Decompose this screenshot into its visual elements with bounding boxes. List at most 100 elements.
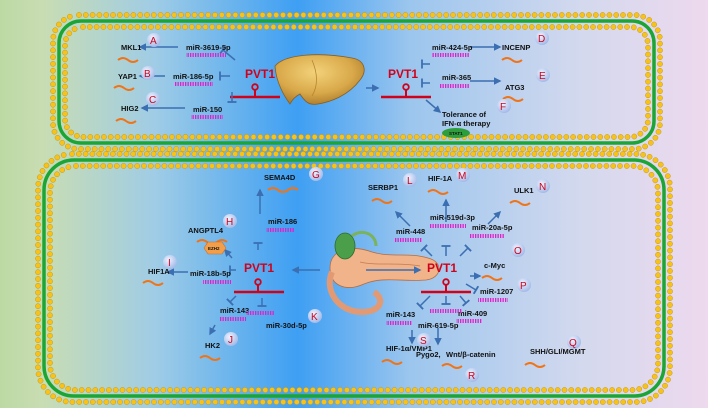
membrane-lipid-dot (236, 163, 243, 169)
membrane-lipid-dot (654, 367, 661, 374)
membrane-lipid-dot (581, 146, 588, 152)
membrane-lipid-dot (357, 146, 363, 152)
membrane-lipid-dot (93, 163, 100, 169)
membrane-lipid-dot (429, 12, 436, 18)
membrane-lipid-dot (144, 399, 151, 405)
membrane-lipid-dot (92, 387, 99, 393)
target-label-angptl4: ANGPTL4 (188, 226, 224, 235)
membrane-lipid-dot (655, 299, 661, 306)
membrane-lipid-dot (56, 21, 62, 28)
membrane-lipid-dot (100, 163, 107, 169)
membrane-lipid-dot (133, 387, 139, 393)
membrane-lipid-dot (331, 24, 338, 30)
membrane-lipid-dot (198, 399, 205, 405)
membrane-lipid-dot (109, 151, 116, 157)
membrane-lipid-dot (465, 146, 472, 152)
target-label-hif-vmp1: HIF-1α/VMP1 (386, 344, 432, 353)
membrane-lipid-dot (667, 200, 673, 206)
membrane-lipid-dot (74, 133, 80, 139)
membrane-lipid-dot (655, 333, 661, 340)
inhibit-edge-mir1207 (465, 283, 480, 295)
membrane-lipid-dot (655, 313, 661, 319)
membrane-lipid-dot (345, 163, 351, 169)
membrane-lipid-dot (491, 399, 497, 405)
mrna-icon (117, 57, 139, 63)
membrane-lipid-dot (35, 235, 41, 242)
membrane-lipid-dot (54, 134, 61, 141)
membrane-lipid-dot (54, 154, 61, 161)
membrane-lipid-dot (252, 151, 259, 157)
membrane-lipid-dot (296, 387, 303, 393)
letter-j: J (228, 335, 233, 346)
membrane-lipid-dot (422, 151, 429, 157)
membrane-lipid-dot (443, 399, 450, 405)
membrane-lipid-dot (655, 292, 661, 299)
membrane-lipid-dot (182, 134, 189, 140)
letter-badge-r (465, 368, 479, 382)
membrane-lipid-dot (468, 134, 474, 140)
membrane-lipid-dot (47, 326, 53, 332)
membrane-lipid-dot (284, 24, 290, 30)
membrane-lipid-dot (494, 24, 501, 30)
membrane-lipid-dot (588, 387, 595, 393)
membrane-lipid-dot (230, 134, 236, 140)
pvt1-gene-icon-pancreas-left (234, 278, 284, 294)
membrane-lipid-dot (239, 151, 245, 157)
membrane-lipid-dot (164, 151, 171, 157)
membrane-lipid-dot (255, 387, 262, 393)
membrane-lipid-dot (273, 151, 279, 157)
membrane-lipid-dot (310, 387, 316, 393)
letter-badge-g (309, 167, 323, 181)
membrane-lipid-dot (35, 364, 41, 371)
mirna-icon (430, 224, 466, 228)
membrane-lipid-dot (397, 146, 404, 152)
letter-badge-d (535, 31, 549, 45)
membrane-lipid-dot (515, 24, 522, 30)
membrane-lipid-dot (631, 133, 638, 140)
membrane-lipid-dot (221, 387, 228, 393)
letter-c: C (149, 95, 156, 106)
membrane-lipid-dot (225, 12, 232, 18)
membrane-lipid-dot (604, 134, 610, 140)
membrane-lipid-dot (622, 387, 629, 393)
membrane-lipid-dot (205, 151, 211, 157)
membrane-lipid-dot (47, 298, 53, 305)
membrane-lipid-dot (293, 399, 300, 405)
membrane-lipid-dot (219, 399, 225, 405)
membrane-lipid-dot (433, 163, 440, 169)
membrane-lipid-dot (194, 387, 201, 393)
membrane-lipid-dot (241, 146, 248, 152)
pancreas-panel-letters: G H I J K L M N O P Q R S (163, 167, 581, 382)
membrane-lipid-dot (175, 134, 182, 140)
letter-l: L (407, 176, 413, 187)
membrane-lipid-dot (273, 12, 280, 18)
membrane-lipid-dot (508, 163, 515, 169)
membrane-lipid-dot (667, 302, 673, 308)
membrane-lipid-dot (307, 12, 314, 18)
membrane-lipid-dot (295, 146, 302, 152)
pancreas-icon (326, 230, 440, 316)
membrane-lipid-dot (330, 387, 337, 393)
membrane-lipid-dot (202, 163, 209, 169)
membrane-lipid-dot (657, 61, 663, 67)
membrane-lipid-dot (157, 399, 164, 405)
membrane-lipid-dot (497, 151, 504, 157)
letter-badge-c (146, 92, 160, 106)
membrane-lipid-dot (304, 24, 311, 30)
membrane-lipid-dot (470, 399, 477, 405)
membrane-lipid-dot (406, 24, 413, 30)
membrane-lipid-dot (661, 167, 668, 173)
membrane-lipid-dot (243, 163, 249, 169)
membrane-lipid-dot (641, 31, 648, 38)
membrane-lipid-dot (365, 24, 372, 30)
membrane-lipid-dot (208, 387, 214, 393)
membrane-lipid-dot (352, 24, 358, 30)
membrane-lipid-dot (252, 12, 259, 18)
membrane-lipid-dot (640, 13, 647, 20)
membrane-lipid-dot (423, 399, 429, 405)
membrane-lipid-dot (61, 17, 67, 23)
membrane-lipid-dot (629, 387, 636, 393)
membrane-lipid-dot (438, 146, 445, 152)
membrane-lipid-dot (174, 387, 180, 393)
